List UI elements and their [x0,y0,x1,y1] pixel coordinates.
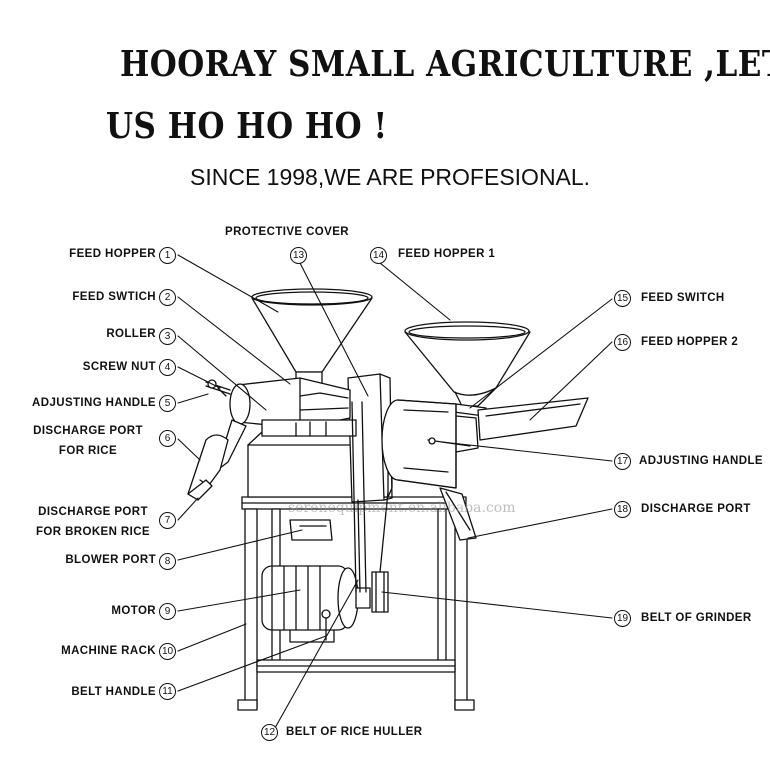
label-screw-nut: SCREW NUT [82,361,156,373]
callout-11: 11 [159,683,176,700]
callout-5: 5 [159,395,176,412]
callout-10: 10 [159,643,176,660]
headline-line-1: HOORAY SMALL AGRICULTURE ,LET [120,44,770,86]
label-feed-hopper-1: FEED HOPPER 1 [398,248,496,260]
label-discharge-port-rice-line1: DISCHARGE PORT [33,425,143,437]
callout-8: 8 [159,553,176,570]
callout-2: 2 [159,289,176,306]
label-discharge-broken-line2: FOR BROKEN RICE [36,526,150,538]
callout-14: 14 [370,247,387,264]
huller-drawing [187,288,373,501]
label-belt-rice-huller: BELT OF RICE HULLER [286,726,423,738]
label-discharge-port: DISCHARGE PORT [641,503,751,515]
callout-4: 4 [159,359,176,376]
callout-18: 18 [614,501,631,518]
leader-lines [177,254,613,729]
label-feed-swtich: FEED SWTICH [72,291,156,303]
blower-port-drawing [289,519,333,541]
label-adjusting-handle-left: ADJUSTING HANDLE [32,397,156,409]
label-feed-hopper-2: FEED HOPPER 2 [641,336,739,348]
callout-3: 3 [159,328,176,345]
callout-7: 7 [159,512,176,529]
label-feed-hopper: FEED HOPPER [69,248,156,260]
label-discharge-port-rice-line2: FOR RICE [58,445,118,457]
callout-19: 19 [614,610,631,627]
label-discharge-broken-line1: DISCHARGE PORT [38,506,148,518]
label-belt-handle: BELT HANDLE [71,686,156,698]
label-adjusting-handle-right: ADJUSTING HANDLE [639,455,763,467]
label-belt-of-grinder: BELT OF GRINDER [641,612,752,624]
belts-drawing [351,401,389,613]
headline-line-2: US HO HO HO ! [106,106,388,148]
callout-16: 16 [614,334,631,351]
callout-1: 1 [159,247,176,264]
label-machine-rack: MACHINE RACK [61,645,156,657]
motor-drawing [261,565,371,643]
watermark-text: serenequipment.en.alibaba.com [288,500,516,516]
label-motor: MOTOR [111,605,156,617]
callout-17: 17 [614,453,631,470]
label-blower-port: BLOWER PORT [65,554,156,566]
label-feed-switch: FEED SWITCH [641,292,725,304]
subheadline: SINCE 1998,WE ARE PROFESIONAL. [190,164,591,190]
callout-12: 12 [261,724,278,741]
grinder-drawing [381,321,589,541]
callout-15: 15 [614,290,631,307]
label-roller: ROLLER [106,328,156,340]
callout-9: 9 [159,603,176,620]
callout-6: 6 [159,430,176,447]
callout-13: 13 [290,247,307,264]
label-protective-cover: PROTECTIVE COVER [225,226,349,238]
